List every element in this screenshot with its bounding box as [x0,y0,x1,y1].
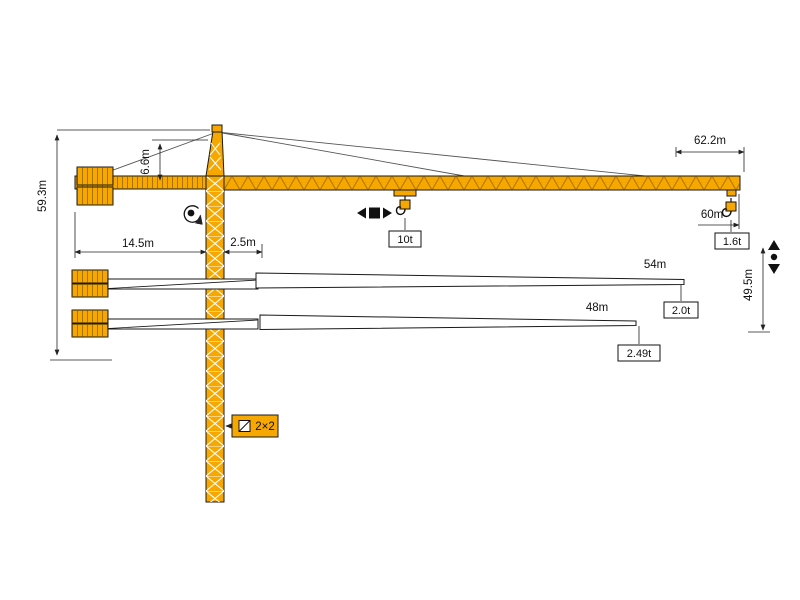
dim-counterjib: 14.5m [74,212,207,258]
apex-pulley [211,124,223,133]
rotation-icon [183,205,203,225]
dim-jib-60: 60m [698,194,740,229]
dim-jib-full: 62.2m [675,135,745,172]
pendant-line-jib-2 [216,131,656,178]
head-height-label: 6.6m [140,149,152,175]
cap-54-label: 2.0t [672,305,690,317]
tip-hook-group [721,197,737,232]
trolley-and-hook [393,189,417,230]
hook-travel-icon [768,240,780,274]
total-height-label: 59.3m [37,180,49,212]
cap-max-label: 10t [397,234,412,246]
mast-section-badge: 2×2 [225,414,279,438]
trolley [393,189,417,197]
symbols: 2×2 [183,205,780,438]
counterjib-length-label: 14.5m [122,238,154,250]
capacity-box-54: 2.0t [663,301,699,319]
mast-section-label: 2×2 [255,421,275,433]
capacity-box-tip: 1.6t [714,232,750,250]
mast-section-icon [238,420,251,432]
dim-mast-offset: 2.5m [223,237,263,258]
tip-hook [721,197,737,218]
tower-head [205,124,225,177]
pendant-lines [96,131,656,178]
crane-structure [74,124,741,503]
trolley-travel-icon [357,207,392,219]
cap-48-label: 2.49t [627,348,651,360]
crane-mast [205,175,225,503]
ballast-option-2 [71,309,259,338]
dim-total-height: 59.3m [37,129,210,361]
main-jib [223,175,741,197]
capacity-box-48: 2.49t [617,344,661,362]
jib-48-label: 48m [586,302,608,314]
cap-62-label: 1.6t [723,236,741,248]
tower-head-lattice [208,142,222,171]
mast-offset-label: 2.5m [230,237,256,249]
configuration-options: 54m 2.0t 48m 2.49t [71,259,699,362]
jib-60-label: 60m [701,209,723,221]
hoist-height-label: 49.5m [743,269,755,301]
jib-full-label: 62.2m [694,135,726,147]
dimensions: 59.3m 6.6m 14.5m 2.5m 62.2m [37,129,770,361]
dim-head-height: 6.6m [140,139,208,181]
jib-54-label: 54m [644,259,666,271]
jib-option-54m: 54m 2.0t [255,259,699,319]
jib-option-48m: 48m 2.49t [259,302,661,362]
main-hook [395,195,411,216]
dim-hoist-height: 49.5m [743,247,770,333]
ballast-option-1 [71,269,259,298]
jib-tip-pulley [726,189,737,197]
pendant-line-jib-1 [216,131,471,178]
counterweight-blocks [76,166,114,206]
capacity-box-max: 10t [388,230,422,248]
pendant-line-counterjib [96,131,218,177]
